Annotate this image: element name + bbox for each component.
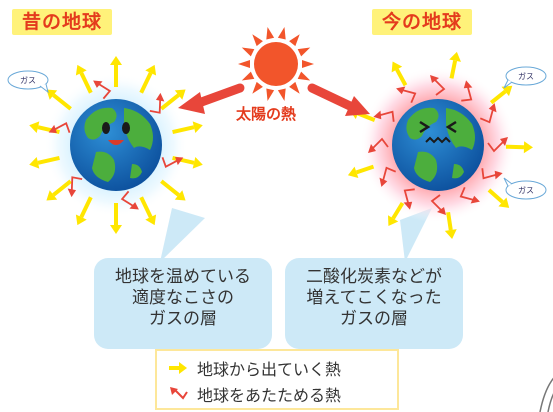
caption-line: 二酸化炭素などが	[306, 267, 442, 287]
past-outgoing-arrows	[29, 56, 203, 234]
gas-bubble-past: ガス	[7, 70, 49, 94]
trapped-heat-arrow	[93, 80, 112, 100]
trapped-heat-arrow	[430, 194, 446, 215]
outgoing-heat-arrow	[139, 196, 157, 226]
trapped-heat-arrow	[481, 168, 503, 180]
past-earth-title: 昔の地球	[12, 9, 113, 35]
trapped-heat-arrow	[120, 190, 139, 210]
present-trapped-arrows	[368, 75, 508, 215]
sun-heat-label: 太陽の熱	[236, 105, 297, 123]
outgoing-heat-arrow	[139, 64, 157, 94]
outgoing-heat-arrow	[110, 203, 122, 234]
trapped-heat-arrow	[48, 122, 71, 134]
red-bent-arrow-icon	[170, 387, 188, 400]
present-earth-group	[347, 51, 533, 239]
legend: 地球から出ていく熱 地球をあたためる熱	[155, 349, 399, 410]
outgoing-heat-arrow	[160, 89, 186, 111]
gas-label: ガス	[20, 75, 36, 85]
trapped-heat-arrow	[430, 75, 446, 96]
trapped-heat-arrow	[487, 137, 508, 153]
past-caption: 地球を温めている 適度なこさの ガスの層	[94, 258, 272, 349]
caption-line: 適度なこさの	[132, 288, 234, 308]
caption-tail-past	[160, 208, 205, 262]
outgoing-heat-arrow	[505, 141, 533, 154]
trapped-heat-arrow	[379, 166, 397, 187]
outgoing-heat-arrow	[46, 179, 72, 201]
yellow-arrow-icon	[169, 362, 187, 374]
present-caption: 二酸化炭素などが 増えてこくなった ガスの層	[285, 258, 463, 349]
past-earth-group	[29, 56, 203, 234]
gas-label: ガス	[518, 185, 534, 195]
outgoing-heat-arrow	[391, 61, 408, 87]
outgoing-heat-arrow	[160, 179, 186, 201]
trapped-heat-arrow	[459, 186, 480, 204]
caption-line: 地球を温めている	[115, 267, 251, 287]
sun-icon	[238, 26, 314, 102]
gas-bubble-present-top: ガス	[503, 66, 547, 89]
sun-heat-arrows	[178, 83, 370, 116]
outgoing-heat-arrow	[46, 89, 72, 111]
present-earth-title: 今の地球	[372, 9, 473, 35]
decorative-swirl	[539, 377, 553, 412]
trapped-heat-arrow	[149, 92, 165, 114]
past-trapped-arrows	[48, 80, 184, 210]
legend-label-trapped: 地球をあたためる熱	[197, 386, 342, 405]
outgoing-heat-arrow	[449, 51, 461, 79]
trapped-heat-arrow	[373, 110, 395, 122]
gas-label: ガス	[518, 71, 534, 81]
trapped-heat-arrow	[396, 86, 417, 104]
trapped-heat-arrow	[368, 137, 389, 153]
present-outgoing-arrows	[347, 51, 533, 239]
outgoing-heat-arrow	[444, 211, 457, 239]
outgoing-heat-arrow	[75, 64, 93, 94]
outgoing-heat-arrow	[172, 121, 203, 135]
outgoing-heat-arrow	[110, 56, 122, 87]
outgoing-heat-arrow	[75, 196, 93, 226]
outgoing-heat-arrow	[29, 155, 60, 169]
trapped-heat-arrow	[67, 176, 83, 198]
outgoing-heat-arrow	[387, 201, 405, 227]
outgoing-heat-arrow	[487, 188, 510, 208]
caption-line: ガスの層	[149, 309, 217, 329]
legend-label-outgoing: 地球から出ていく熱	[197, 360, 342, 379]
trapped-heat-arrow	[461, 80, 473, 102]
legend-item-trapped: 地球をあたためる熱	[167, 382, 341, 406]
outgoing-heat-arrow	[347, 164, 375, 179]
trapped-heat-arrow	[161, 156, 184, 168]
trapped-heat-arrow	[479, 103, 497, 124]
caption-line: 増えてこくなった	[306, 288, 442, 308]
gas-bubble-present-bottom: ガス	[503, 177, 547, 200]
trapped-heat-arrow	[403, 188, 415, 210]
caption-line: ガスの層	[340, 309, 408, 329]
legend-item-outgoing: 地球から出ていく熱	[167, 356, 341, 380]
outgoing-heat-arrow	[489, 85, 513, 105]
